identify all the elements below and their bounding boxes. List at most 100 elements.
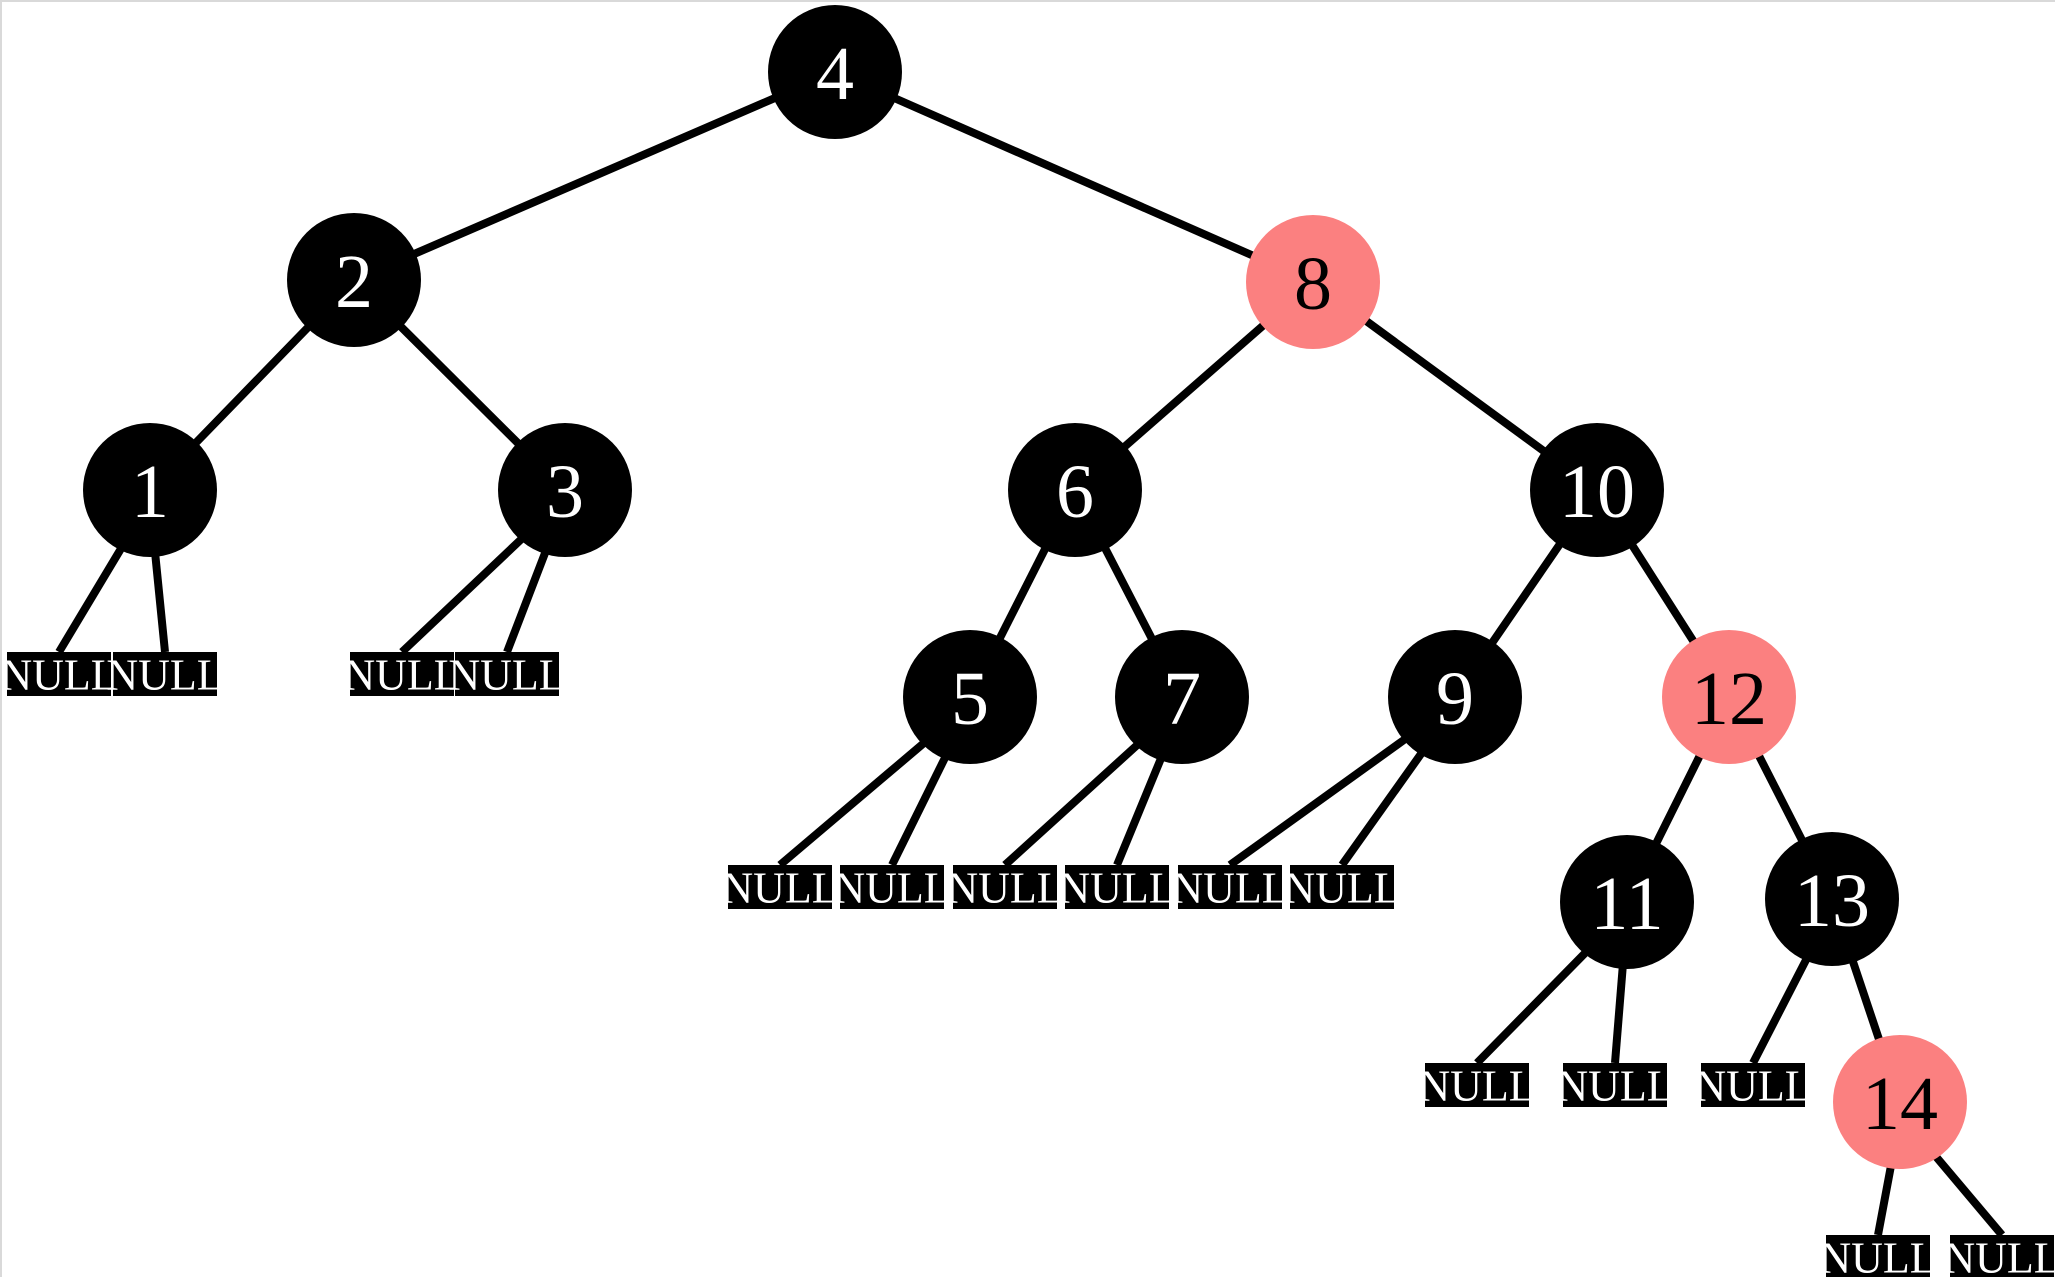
null-leaf-label: NULL <box>1943 1234 2055 1277</box>
tree-node-12[interactable]: 12 <box>1662 630 1796 764</box>
tree-edge <box>1754 753 1807 843</box>
tree-edge <box>1848 959 1884 1042</box>
node-circle-black[interactable] <box>1008 423 1142 557</box>
null-leaf-label: NULL <box>946 864 1063 913</box>
node-key-label: 12 <box>1691 657 1767 741</box>
node-circle-black[interactable] <box>1765 832 1899 966</box>
tree-node-2[interactable]: 2 <box>287 213 421 347</box>
node-circle-red[interactable] <box>1833 1035 1967 1169</box>
tree-edge <box>1002 741 1141 868</box>
tree-edge <box>1101 545 1156 642</box>
node-circle-black[interactable] <box>498 423 632 557</box>
null-leaf-label: NULL <box>1058 864 1175 913</box>
null-leaf-box <box>1178 865 1282 909</box>
node-circle-black[interactable] <box>1388 630 1522 764</box>
node-key-label: 7 <box>1163 657 1201 741</box>
null-leaf: NULL <box>1283 864 1400 913</box>
node-key-label: 13 <box>1794 859 1870 943</box>
edges-layer <box>55 94 2006 1238</box>
null-leaf-label: NULL <box>343 651 460 700</box>
node-key-label: 4 <box>816 32 854 116</box>
tree-node-9[interactable]: 9 <box>1388 630 1522 764</box>
null-leaf: NULL <box>106 651 223 700</box>
null-leaf: NULL <box>946 864 1063 913</box>
tree-node-3[interactable]: 3 <box>498 423 632 557</box>
node-key-label: 6 <box>1056 450 1094 534</box>
tree-edge <box>777 739 927 869</box>
null-leaf-label: NULL <box>448 651 565 700</box>
node-circle-black[interactable] <box>1530 423 1664 557</box>
tree-edge <box>1338 750 1426 868</box>
tree-edge <box>1628 542 1698 645</box>
node-circle-black[interactable] <box>903 630 1037 764</box>
null-leaf-box <box>1425 1063 1529 1107</box>
tree-node-5[interactable]: 5 <box>903 630 1037 764</box>
tree-edge <box>1121 321 1267 451</box>
null-leaf: NULL <box>1171 864 1288 913</box>
node-key-label: 14 <box>1862 1062 1938 1146</box>
null-leaf-box <box>953 865 1057 909</box>
tree-node-14[interactable]: 14 <box>1833 1035 1967 1169</box>
tree-edge <box>1113 756 1165 867</box>
tree-node-11[interactable]: 11 <box>1560 835 1694 969</box>
null-leaf-label: NULL <box>1171 864 1288 913</box>
null-leaf-box <box>113 652 217 696</box>
tree-edge <box>1932 1153 2006 1238</box>
null-leaf-box <box>1701 1063 1805 1107</box>
tree-node-13[interactable]: 13 <box>1765 832 1899 966</box>
null-leaf-label: NULL <box>1694 1062 1811 1111</box>
null-leaf: NULL <box>448 651 565 700</box>
null-leaf-box <box>1563 1063 1667 1107</box>
tree-edge <box>397 323 522 447</box>
node-key-label: 3 <box>546 450 584 534</box>
tree-node-4[interactable]: 4 <box>768 5 902 139</box>
node-circle-red[interactable] <box>1246 215 1380 349</box>
null-leaf: NULL <box>1418 1062 1535 1111</box>
tree-edge <box>503 550 550 654</box>
null-leaf-label: NULL <box>1418 1062 1535 1111</box>
tree-edge <box>151 554 169 653</box>
node-key-label: 10 <box>1559 450 1635 534</box>
null-leaf-label: NULL <box>721 864 838 913</box>
node-circle-black[interactable] <box>768 5 902 139</box>
tree-edge <box>412 94 777 258</box>
node-circle-red[interactable] <box>1662 630 1796 764</box>
null-leaf: NULL <box>1058 864 1175 913</box>
null-leaf: NULL <box>1556 1062 1673 1111</box>
tree-edge <box>1749 956 1811 1065</box>
tree-edge <box>888 755 949 867</box>
tree-edge <box>1874 1165 1895 1236</box>
null-leaf: NULL <box>1943 1234 2055 1277</box>
node-key-label: 9 <box>1436 657 1474 741</box>
null-leaf-box <box>455 652 559 696</box>
tree-edge <box>399 535 525 655</box>
tree-edge <box>1611 966 1627 1064</box>
tree-node-6[interactable]: 6 <box>1008 423 1142 557</box>
null-leaf-label: NULL <box>1819 1234 1936 1277</box>
null-leaf-label: NULL <box>833 864 950 913</box>
tree-node-10[interactable]: 10 <box>1530 423 1664 557</box>
null-leaf-box <box>728 865 832 909</box>
tree-edge <box>1363 317 1547 455</box>
tree-node-7[interactable]: 7 <box>1115 630 1249 764</box>
null-leaf-box <box>7 652 111 696</box>
node-circle-black[interactable] <box>287 213 421 347</box>
null-leaf: NULL <box>1694 1062 1811 1111</box>
node-circle-black[interactable] <box>1560 835 1694 969</box>
node-key-label: 8 <box>1294 242 1332 326</box>
tree-node-8[interactable]: 8 <box>1246 215 1380 349</box>
node-circle-black[interactable] <box>1115 630 1249 764</box>
tree-edge <box>1488 541 1564 646</box>
null-leaf-label: NULL <box>2 651 118 700</box>
tree-edge <box>55 546 125 655</box>
null-leaf-box <box>1065 865 1169 909</box>
tree-node-1[interactable]: 1 <box>83 423 217 557</box>
null-leaf: NULL <box>721 864 838 913</box>
tree-edge <box>192 323 312 447</box>
node-circle-black[interactable] <box>83 423 217 557</box>
null-leaf: NULL <box>2 651 118 700</box>
